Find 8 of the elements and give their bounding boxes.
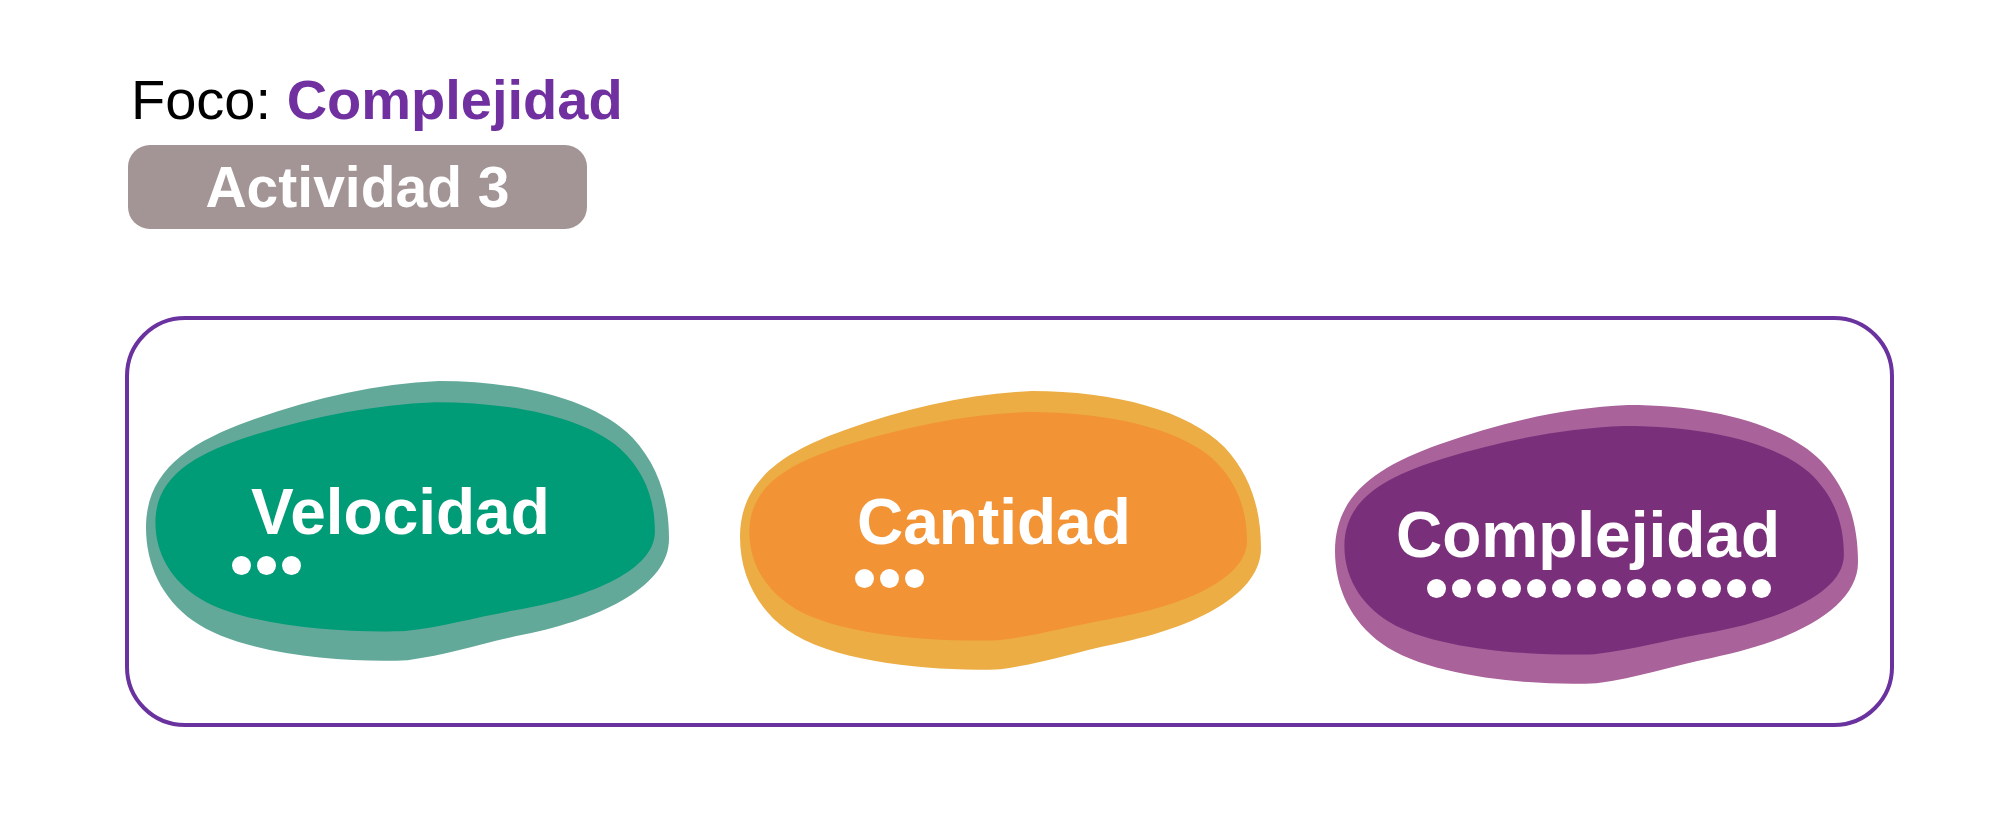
blob-shape: [146, 381, 669, 663]
blob-shape: [1335, 405, 1858, 686]
node-label: Velocidad: [251, 480, 550, 544]
activity-banner: [128, 145, 587, 229]
frame-box: [125, 316, 1894, 727]
node-label: Cantidad: [857, 490, 1131, 554]
banner-label: Actividad 3: [205, 158, 510, 216]
blob-shape: [740, 391, 1261, 672]
